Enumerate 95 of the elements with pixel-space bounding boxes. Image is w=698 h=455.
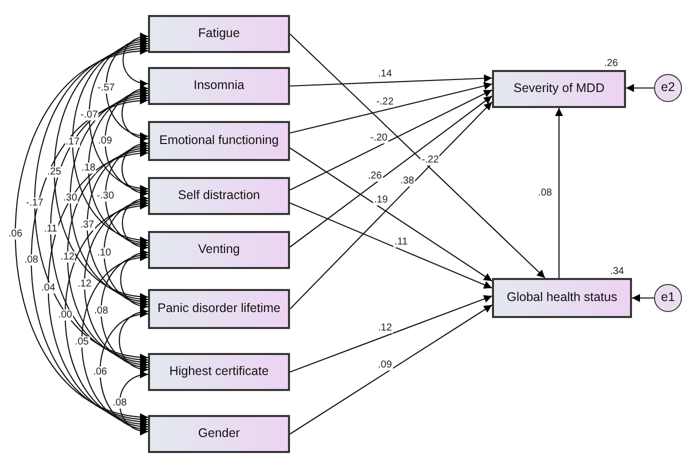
covariance-arc	[104, 198, 148, 307]
r-squared-value: .34	[610, 266, 624, 277]
edge-label: .11	[394, 236, 409, 248]
variable-name: Emotional functioning	[159, 133, 279, 149]
edge-label: .26	[366, 170, 383, 182]
edge-label: .12	[376, 322, 393, 334]
covariance-arc	[48, 150, 148, 425]
path-arrow	[290, 82, 492, 134]
variable-name: Highest certificate	[169, 364, 269, 380]
covariance-arc	[122, 140, 148, 197]
edge-label: .38	[399, 175, 416, 186]
edge-label: .25	[46, 166, 62, 177]
covariance-arc	[50, 95, 148, 363]
variable-box	[148, 121, 290, 161]
covariance-arc	[54, 43, 148, 300]
covariance-arc	[88, 38, 148, 192]
variable-name: Insomnia	[194, 78, 244, 94]
covariance-arc	[81, 254, 148, 430]
covariance-arc	[15, 48, 148, 420]
path-arrow	[290, 202, 492, 289]
edge-label: -.22	[420, 154, 440, 166]
variable-name: Venting	[198, 242, 240, 258]
covariance-arc	[72, 40, 148, 244]
covariance-arc	[88, 90, 148, 246]
path-arrow	[290, 34, 546, 278]
edge-label: .30	[62, 192, 78, 203]
covariance-arc	[34, 46, 148, 360]
edge-label: .08	[93, 306, 110, 316]
edge-label: .09	[376, 360, 393, 371]
covariance-arc	[119, 371, 148, 435]
edge-label: .19	[372, 194, 389, 206]
edge-label: .06	[92, 366, 108, 377]
edge-label: -.22	[375, 96, 395, 108]
variable-box	[148, 231, 290, 269]
variable-box	[148, 177, 290, 215]
edge-label: .00	[57, 310, 74, 320]
covariance-arc	[104, 143, 148, 248]
edge-label: .12	[76, 278, 92, 290]
path-arrow	[290, 295, 492, 373]
variable-name: Self distraction	[178, 188, 260, 204]
covariance-arc	[70, 92, 148, 302]
path-arrow	[555, 108, 563, 278]
covariance-arc	[106, 36, 148, 139]
path-arrow	[290, 102, 492, 310]
path-arrow	[290, 74, 492, 87]
edge-label: -.30	[96, 190, 116, 201]
covariance-arc	[64, 203, 148, 427]
covariance-arc	[122, 33, 148, 87]
variable-box	[148, 415, 290, 453]
covariance-arc	[100, 311, 148, 432]
covariance-arc	[118, 308, 148, 373]
edge-label: .11	[42, 224, 58, 234]
edge-label: .08	[23, 254, 40, 266]
edge-label: -.07	[80, 110, 99, 120]
covariance-arc	[122, 85, 148, 142]
path-arrow	[290, 90, 492, 190]
path-arrow	[626, 84, 654, 92]
variable-name: Gender	[198, 426, 240, 442]
edge-label: .08	[112, 398, 128, 408]
path-arrow	[290, 148, 492, 282]
variable-name: e1	[661, 290, 675, 306]
covariance-arc	[120, 249, 148, 310]
edge-label: .18	[80, 162, 96, 174]
path-arrow	[632, 294, 654, 302]
edge-label: .05	[74, 336, 90, 348]
edge-label: .04	[40, 282, 56, 293]
edge-label: .37	[79, 220, 96, 230]
covariance-arc	[67, 148, 148, 365]
variable-box	[148, 289, 290, 329]
variable-box	[148, 67, 290, 105]
edge-label: -.20	[369, 132, 388, 144]
covariance-arc	[100, 252, 148, 370]
edge-label: .10	[96, 247, 112, 258]
edge-label: .08	[537, 188, 553, 198]
covariance-arc	[84, 200, 148, 368]
variable-name: Fatigue	[198, 26, 240, 42]
edge-label: .17	[64, 136, 81, 148]
edge-label: .06	[7, 228, 24, 240]
path-arrow	[290, 96, 492, 248]
covariance-arc	[122, 195, 148, 251]
variable-box	[148, 353, 290, 391]
covariance-arc	[104, 88, 148, 194]
variable-name: e2	[661, 80, 675, 96]
covariance-arc	[86, 146, 148, 304]
variable-box	[148, 15, 290, 53]
variable-name: Global health status	[506, 290, 618, 306]
edge-label: -.57	[96, 82, 116, 93]
edge-label: -.17	[25, 198, 44, 208]
path-arrow	[290, 304, 492, 434]
variable-name: Panic disorder lifetime	[158, 301, 280, 317]
variable-name: Severity of MDD	[514, 81, 604, 97]
edge-label: .12	[60, 251, 76, 262]
edge-label: .09	[97, 136, 114, 146]
r-squared-value: .26	[604, 58, 618, 69]
covariance-arc	[30, 98, 148, 422]
